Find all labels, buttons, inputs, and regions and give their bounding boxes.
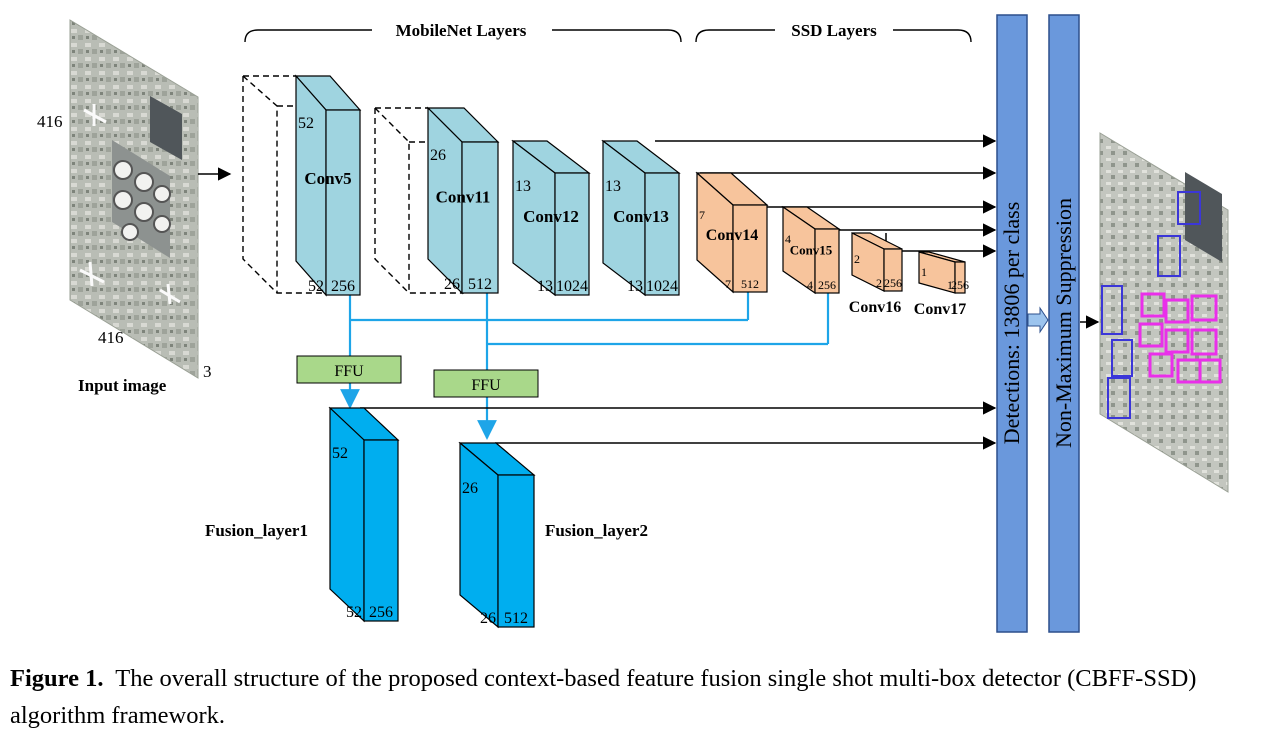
conv5-name-label: Conv5 [304, 169, 351, 188]
ssd-brace [695, 29, 972, 43]
figure-label: Figure 1. [10, 665, 104, 692]
conv15-name-label: Conv15 [790, 243, 833, 258]
fusion2-width-label: 26 [480, 610, 496, 627]
fusion-layer1-name: Fusion_layer1 [205, 521, 308, 540]
conv5-height-label: 52 [298, 115, 314, 132]
fusion2-cube: 26 26 512 [458, 441, 536, 629]
mobilenet-brace [244, 29, 682, 43]
conv11-channels-label: 512 [468, 276, 492, 293]
input-height-label: 416 [37, 112, 63, 131]
conv12-width-label: 13 [537, 278, 553, 295]
fusion-connectors [340, 292, 830, 440]
conv11-height-label: 26 [430, 147, 446, 164]
bar-connector-arrow [1027, 306, 1049, 334]
conv15-channels-label: 256 [818, 278, 836, 292]
conv15-front-face [814, 228, 840, 294]
conv17-channels-label: 256 [951, 278, 969, 292]
fusion-layer2-name: Fusion_layer2 [545, 521, 648, 540]
fusion2-front-face [497, 474, 535, 628]
ffu-label-1: FFU [334, 363, 364, 380]
conv12-front-face [554, 172, 590, 296]
conv11-front-face [461, 141, 499, 294]
conv13-front-face [644, 172, 680, 296]
fusion2-channels-label: 512 [504, 610, 528, 627]
conv14-width-label: 7 [725, 277, 731, 291]
conv14-channels-label: 512 [741, 277, 759, 291]
conv5-width-label: 52 [308, 278, 324, 295]
figure-caption-text: The overall structure of the proposed co… [10, 665, 1197, 729]
mobilenet-header: MobileNet Layers [396, 21, 527, 40]
input-image [69, 19, 199, 379]
conv16-front-face [883, 248, 903, 292]
detections-bar [996, 14, 1028, 633]
conv11-width-label: 26 [444, 276, 460, 293]
fusion1-height-label: 52 [332, 445, 348, 462]
ffu-block-1: FFU [296, 355, 402, 384]
fusion1-width-label: 52 [346, 604, 362, 621]
fusion1-channels-label: 256 [369, 604, 393, 621]
conv12-channels-label: 1024 [556, 278, 588, 295]
conv15-cube: 4 4 256 Conv15 [781, 205, 841, 295]
conv12-height-label: 13 [515, 178, 531, 195]
ffu-block-2: FFU [433, 369, 539, 398]
input-channels-label: 3 [203, 362, 212, 381]
fusion1-cube: 52 52 256 [328, 406, 400, 623]
conv14-cube: 7 7 512 Conv14 [695, 171, 769, 294]
fusion2-side-face [459, 441, 499, 629]
conv14-height-label: 7 [699, 208, 705, 222]
output-image [1099, 132, 1229, 493]
conv16-name-label: Conv16 [849, 299, 901, 316]
fusion1-front-face [363, 439, 399, 622]
conv11-name-label: Conv11 [436, 187, 491, 206]
ffu-label-2: FFU [471, 377, 501, 394]
framework-diagram: MobileNet Layers SSD Layers 416 416 3 In… [37, 14, 1229, 633]
conv12-name-label: Conv12 [523, 207, 579, 226]
nms-bar [1048, 14, 1080, 633]
conv13-name-label: Conv13 [613, 207, 669, 226]
conv13-channels-label: 1024 [646, 278, 678, 295]
conv16-width-label: 2 [876, 276, 882, 290]
fusion1-side-face [329, 406, 365, 623]
conv17-name-label: Conv17 [914, 301, 966, 318]
conv17-height-label: 1 [921, 265, 927, 279]
conv17-front-face [954, 261, 966, 294]
conv14-front-face [732, 204, 768, 293]
conv16-height-label: 2 [854, 252, 860, 266]
detections-label: Detections: 13806 per class [999, 202, 1024, 445]
conv15-width-label: 4 [807, 278, 813, 292]
conv13-width-label: 13 [627, 278, 643, 295]
conv16-channels-label: 256 [884, 276, 902, 290]
conv13-height-label: 13 [605, 178, 621, 195]
conv14-name-label: Conv14 [706, 227, 758, 244]
nms-label: Non-Maximum Suppression [1051, 198, 1076, 448]
conv17-width-label: 1 [947, 278, 953, 292]
conv5-front-face [325, 109, 361, 296]
input-image-label: Input image [78, 376, 167, 395]
fusion2-height-label: 26 [462, 480, 478, 497]
ssd-header: SSD Layers [791, 21, 877, 40]
conv15-height-label: 4 [785, 232, 791, 246]
input-width-label: 416 [98, 328, 124, 347]
conv11-cube: 26 26 512 Conv11 [426, 106, 500, 295]
conv5-cube: 52 52 256 Conv5 [294, 74, 362, 297]
figure-caption: Figure 1. The overall structure of the p… [10, 660, 1260, 734]
conv5-channels-label: 256 [331, 278, 355, 295]
